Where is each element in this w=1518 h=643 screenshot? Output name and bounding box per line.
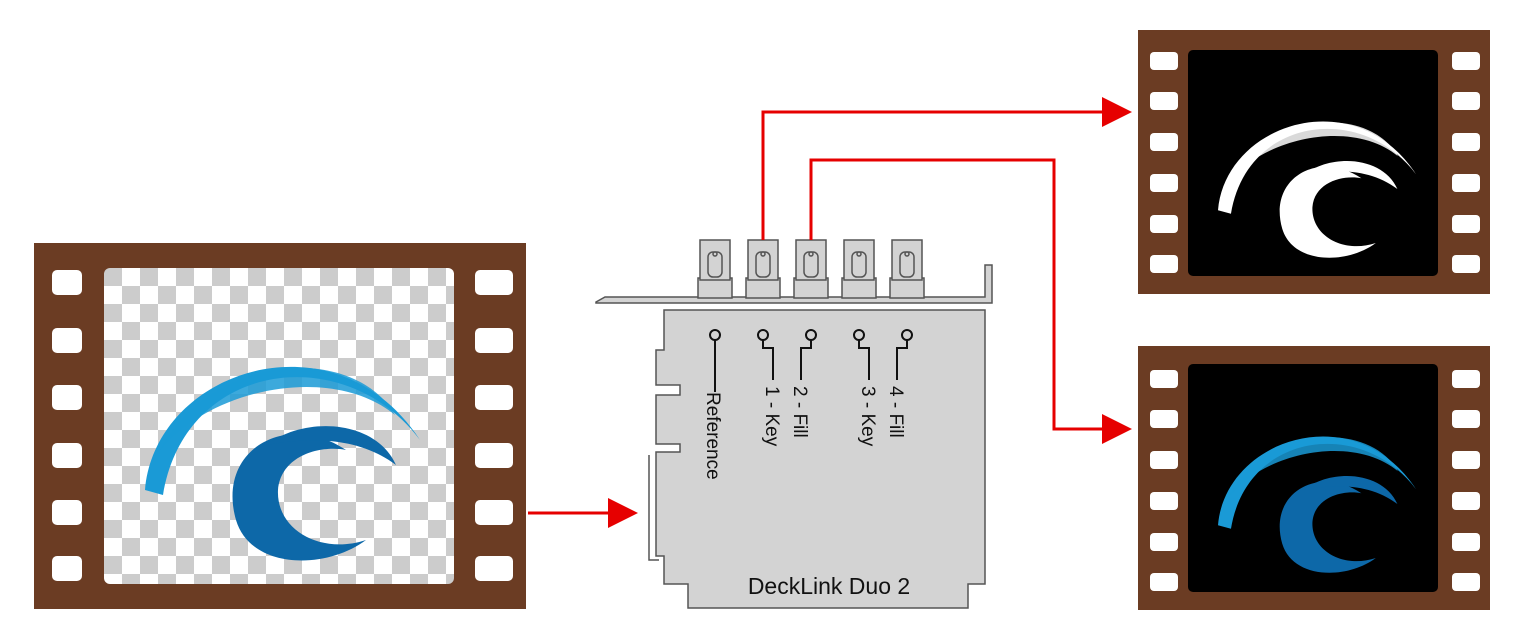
bnc-connector-icon bbox=[841, 239, 877, 299]
port-symbols bbox=[709, 329, 913, 392]
port-label-reference: Reference bbox=[702, 392, 723, 480]
bnc-connector-icon bbox=[697, 239, 733, 299]
bnc-connectors bbox=[697, 239, 925, 299]
bnc-connector-icon bbox=[793, 239, 829, 299]
decklink-card: Reference 1 - Key 2 - Fill 3 - Key 4 - F… bbox=[595, 239, 993, 609]
port-label-2-fill: 2 - Fill bbox=[789, 386, 810, 438]
red-arrow-icon bbox=[809, 158, 1132, 444]
bnc-connector-icon bbox=[745, 239, 781, 299]
sprocket-holes-right bbox=[475, 270, 513, 581]
transparent-checkerboard bbox=[104, 268, 454, 584]
black-background bbox=[1188, 364, 1438, 592]
black-background bbox=[1188, 50, 1438, 276]
port-label-4-fill: 4 - Fill bbox=[885, 386, 906, 438]
sprocket-holes-left bbox=[1150, 52, 1178, 273]
sprocket-holes-left bbox=[1150, 370, 1178, 591]
key-output-film-frame bbox=[1138, 30, 1490, 294]
port-label-1-key: 1 - Key bbox=[761, 386, 782, 447]
card-name: DeckLink Duo 2 bbox=[748, 573, 910, 599]
signal-arrows bbox=[528, 97, 1132, 528]
card-bracket bbox=[595, 264, 993, 304]
sprocket-holes-left bbox=[52, 270, 82, 581]
fill-output-film-frame bbox=[1138, 346, 1490, 610]
input-film-frame bbox=[34, 243, 526, 609]
red-arrow-icon bbox=[761, 97, 1132, 240]
sprocket-holes-right bbox=[1452, 52, 1480, 273]
card-board bbox=[655, 309, 986, 609]
sprocket-holes-right bbox=[1452, 370, 1480, 591]
bnc-connector-icon bbox=[889, 239, 925, 299]
port-label-3-key: 3 - Key bbox=[857, 386, 878, 447]
